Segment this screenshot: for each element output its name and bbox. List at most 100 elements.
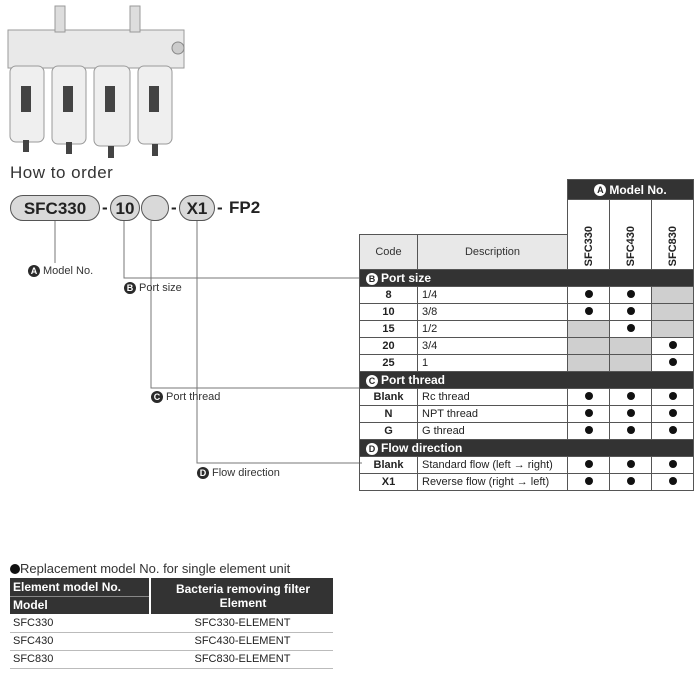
badge-icon: C xyxy=(366,374,378,387)
available-dot-icon xyxy=(668,460,677,468)
port-thread-code-pill xyxy=(141,195,169,221)
available-dot-icon xyxy=(584,290,593,298)
badge-icon: D xyxy=(366,442,378,455)
option-code: G xyxy=(359,422,418,440)
option-code: Blank xyxy=(359,456,418,474)
suffix-code: FP2 xyxy=(229,198,261,217)
available-cell xyxy=(651,473,694,491)
option-code: X1 xyxy=(359,473,418,491)
available-dot-icon xyxy=(668,392,677,400)
not-available-cell xyxy=(609,337,652,355)
model-cell: SFC830 xyxy=(10,650,150,669)
available-cell xyxy=(609,473,652,491)
available-dot-icon xyxy=(584,307,593,315)
option-code: 15 xyxy=(359,320,418,338)
badge-c-icon: C xyxy=(151,391,163,404)
available-dot-icon xyxy=(626,460,635,468)
available-dot-icon xyxy=(626,409,635,417)
available-dot-icon xyxy=(626,477,635,485)
available-dot-icon xyxy=(584,477,593,485)
how-to-order-title: How to order xyxy=(10,163,114,182)
available-cell xyxy=(567,422,610,440)
option-description: 1/2 xyxy=(417,320,568,338)
option-description: 1/4 xyxy=(417,286,568,304)
available-cell xyxy=(651,405,694,423)
available-dot-icon xyxy=(626,307,635,315)
model-header: Model xyxy=(10,596,150,614)
option-code: 10 xyxy=(359,303,418,321)
option-description: 3/4 xyxy=(417,337,568,355)
element-model-header: Element model No. xyxy=(10,578,150,597)
option-code: N xyxy=(359,405,418,423)
available-dot-icon xyxy=(668,409,677,417)
available-cell xyxy=(609,422,652,440)
available-cell xyxy=(609,286,652,304)
available-dot-icon xyxy=(584,460,593,468)
not-available-cell xyxy=(567,337,610,355)
available-cell xyxy=(651,337,694,355)
available-dot-icon xyxy=(668,341,677,349)
available-cell xyxy=(609,303,652,321)
code-column-header: Code xyxy=(359,234,418,270)
model-column-header: SFC330 xyxy=(567,199,610,270)
model-column-header: SFC830 xyxy=(651,199,694,270)
option-description: 3/8 xyxy=(417,303,568,321)
available-cell xyxy=(567,473,610,491)
badge-b-icon: B xyxy=(124,282,136,295)
option-description: Standard flow (left → right) xyxy=(417,456,568,474)
badge-a-icon: A xyxy=(594,184,607,197)
not-available-cell xyxy=(609,354,652,372)
available-dot-icon xyxy=(668,477,677,485)
option-description: 1 xyxy=(417,354,568,372)
element-cell: SFC830-ELEMENT xyxy=(150,650,333,669)
available-cell xyxy=(651,422,694,440)
model-cell: SFC330 xyxy=(10,614,150,633)
model-column-header: SFC430 xyxy=(609,199,652,270)
bullet-icon xyxy=(10,564,20,574)
not-available-cell xyxy=(651,320,694,338)
not-available-cell xyxy=(651,303,694,321)
available-dot-icon xyxy=(584,426,593,434)
element-cell: SFC430-ELEMENT xyxy=(150,632,333,651)
available-dot-icon xyxy=(584,392,593,400)
option-description: NPT thread xyxy=(417,405,568,423)
bacteria-filter-header: Bacteria removing filter Element xyxy=(149,578,333,614)
option-code: Blank xyxy=(359,388,418,406)
model-cell: SFC430 xyxy=(10,632,150,651)
not-available-cell xyxy=(567,320,610,338)
model-code-pill: SFC330 xyxy=(10,195,100,221)
available-cell xyxy=(609,405,652,423)
available-dot-icon xyxy=(668,358,677,366)
available-cell xyxy=(609,388,652,406)
available-cell xyxy=(651,354,694,372)
replacement-table: Element model No. Bacteria removing filt… xyxy=(10,578,333,669)
replacement-title: Replacement model No. for single element… xyxy=(10,561,290,576)
port-size-code-pill: 10 xyxy=(110,195,140,221)
flow-direction-code-pill: X1 xyxy=(179,195,215,221)
option-description: G thread xyxy=(417,422,568,440)
badge-icon: B xyxy=(366,272,378,285)
not-available-cell xyxy=(651,286,694,304)
available-cell xyxy=(651,456,694,474)
available-cell xyxy=(609,456,652,474)
separator-dash: - xyxy=(102,198,108,217)
separator-dash: - xyxy=(217,198,223,217)
available-cell xyxy=(567,456,610,474)
separator-dash: - xyxy=(171,198,177,217)
